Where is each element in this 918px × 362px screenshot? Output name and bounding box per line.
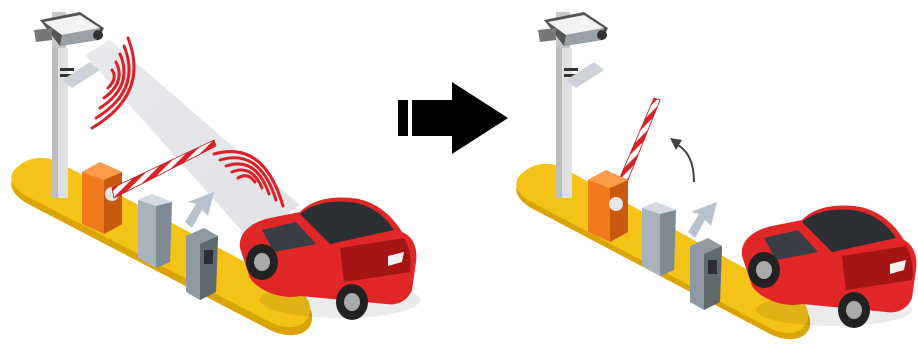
ticket-slot (708, 260, 717, 274)
camera-pole (52, 48, 100, 198)
security-camera-icon (34, 12, 104, 48)
barrier-gate-box (82, 162, 122, 234)
ticket-machine (186, 228, 218, 300)
camera-pole (556, 48, 604, 198)
payment-kiosk (138, 194, 172, 268)
car (741, 205, 917, 328)
windshield (802, 209, 896, 252)
barrier-boom-closed (111, 139, 217, 199)
antenna-panel (62, 62, 100, 88)
rotate-arrow-icon (670, 138, 695, 183)
scene-after (516, 12, 917, 340)
entry-arrow-icon (688, 202, 717, 238)
entry-arrow-icon (185, 192, 214, 228)
signal-waves-camera-icon (90, 36, 136, 130)
barrier-gate-box (588, 170, 628, 242)
barrier-pivot (609, 197, 623, 211)
scene-before (11, 12, 420, 336)
car (239, 197, 420, 320)
payment-kiosk (642, 202, 676, 276)
ticket-slot (204, 250, 213, 264)
security-camera-icon (538, 12, 608, 48)
headlight (890, 260, 906, 274)
camera-beam (85, 40, 300, 240)
right-arrow-icon (398, 82, 508, 154)
signal-waves-car-icon (212, 150, 285, 208)
headlight (388, 252, 404, 266)
ticket-machine (690, 238, 722, 310)
antenna-panel (566, 62, 604, 88)
windshield (300, 201, 394, 244)
